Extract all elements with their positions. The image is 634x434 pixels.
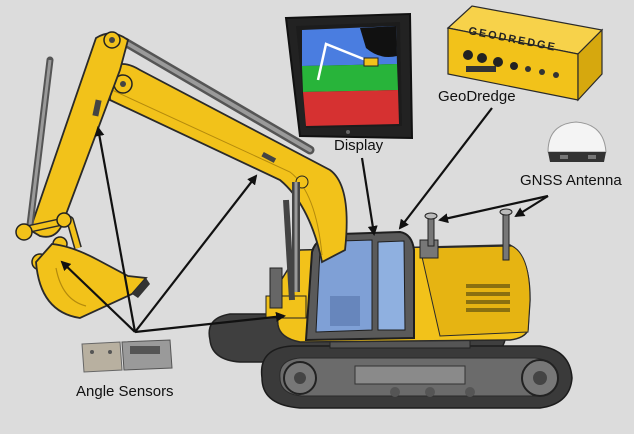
- callout-arrows: [60, 107, 549, 334]
- excavator-stick: [26, 31, 130, 238]
- geodredge-box: [446, 5, 604, 102]
- excavator-cab: [304, 230, 415, 342]
- label-geodredge: GeoDredge: [438, 88, 516, 105]
- display-device: [284, 12, 414, 140]
- excavator-tracks: [208, 313, 573, 409]
- boom-cylinders: [120, 37, 315, 301]
- label-angle-sensors: Angle Sensors: [76, 383, 174, 400]
- label-display: Display: [334, 137, 384, 154]
- gnss-antenna-device: [547, 121, 607, 162]
- label-gnss-antenna: GNSS Antenna: [520, 172, 622, 189]
- angle-sensors-device: [81, 339, 173, 373]
- antenna-masts: [424, 208, 513, 261]
